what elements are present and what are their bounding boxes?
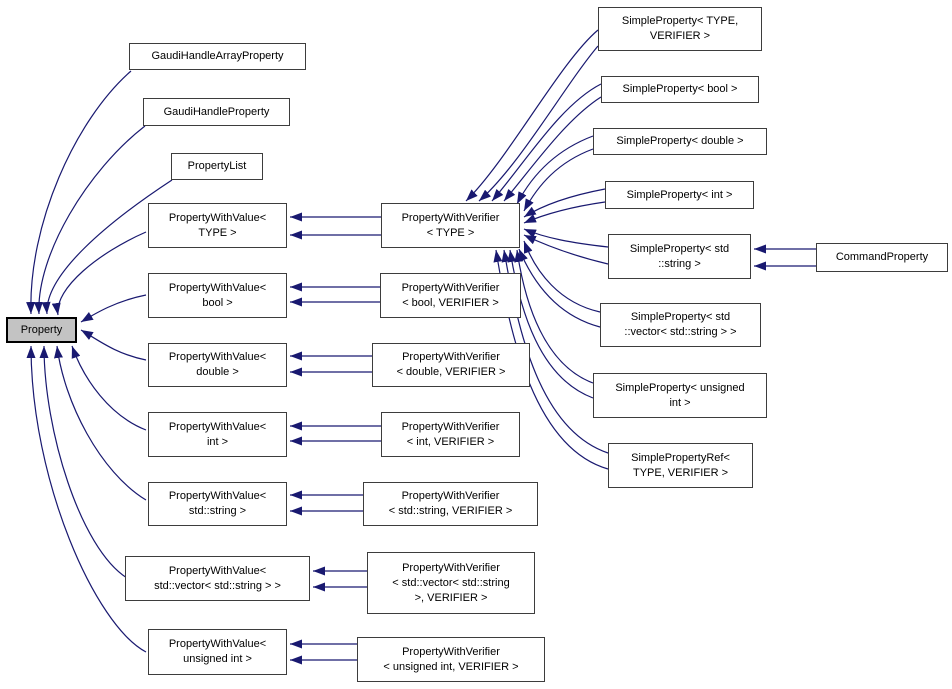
node-label: SimpleProperty< double > <box>616 135 744 147</box>
node-property-with-value-bool[interactable]: PropertyWithValue< bool > <box>148 273 287 318</box>
node-property-label: Property <box>20 323 63 336</box>
node-label: PropertyWithValue< <box>168 211 267 224</box>
node-simple-property-ref[interactable]: SimplePropertyRef< TYPE, VERIFIER > <box>608 443 753 488</box>
node-command-property[interactable]: CommandProperty <box>816 243 948 272</box>
node-label: PropertyWithVerifier <box>401 281 500 294</box>
node-property-with-value-vector-string[interactable]: PropertyWithValue< std::vector< std::str… <box>125 556 310 601</box>
node-label: < TYPE > <box>426 226 475 239</box>
node-label: ::vector< std::string > > <box>624 326 737 338</box>
node-property-list[interactable]: PropertyList <box>171 153 263 180</box>
node-label: < std::string, VERIFIER > <box>388 505 513 517</box>
node-label: PropertyWithVerifier <box>402 645 500 658</box>
node-label: ::string > <box>658 257 701 270</box>
node-property-with-verifier-unsigned-int[interactable]: PropertyWithVerifier < unsigned int, VER… <box>357 637 545 682</box>
node-property-with-verifier-string[interactable]: PropertyWithVerifier < std::string, VERI… <box>363 482 538 526</box>
node-label: GaudiHandleArrayProperty <box>151 50 284 62</box>
node-label: PropertyWithVerifier <box>402 351 500 363</box>
node-simple-property-type-verifier[interactable]: SimpleProperty< TYPE, VERIFIER > <box>598 7 762 51</box>
node-label: PropertyWithValue< <box>168 420 267 433</box>
node-property-with-verifier-vector-string[interactable]: PropertyWithVerifier < std::vector< std:… <box>367 552 535 614</box>
node-label: SimpleProperty< unsigned <box>615 381 745 394</box>
node-label: std::vector< std::string > > <box>154 579 281 592</box>
node-property-with-value-unsigned-int[interactable]: PropertyWithValue< unsigned int > <box>148 629 287 675</box>
node-label: >, VERIFIER > <box>414 591 488 604</box>
node-label: TYPE, VERIFIER > <box>632 466 729 479</box>
node-property-with-value-int[interactable]: PropertyWithValue< int > <box>148 412 287 457</box>
node-label: < double, VERIFIER > <box>396 366 506 378</box>
node-label: PropertyWithValue< <box>168 490 267 502</box>
node-label: PropertyWithVerifier <box>401 211 500 224</box>
node-label: < unsigned int, VERIFIER > <box>383 660 519 673</box>
node-label: < bool, VERIFIER > <box>402 296 499 309</box>
node-gaudi-handle-property[interactable]: GaudiHandleProperty <box>143 98 290 126</box>
node-label: SimpleProperty< std <box>630 311 731 323</box>
node-label: PropertyList <box>187 160 247 172</box>
node-label: SimpleProperty< TYPE, <box>621 15 739 27</box>
node-property-with-value-type[interactable]: PropertyWithValue< TYPE > <box>148 203 287 248</box>
node-property-with-verifier-double[interactable]: PropertyWithVerifier < double, VERIFIER … <box>372 343 530 387</box>
node-label: PropertyWithValue< <box>168 638 267 650</box>
node-label: GaudiHandleProperty <box>163 105 270 118</box>
node-simple-property-int[interactable]: SimpleProperty< int > <box>605 181 754 209</box>
node-label: PropertyWithVerifier <box>401 490 500 502</box>
node-property-with-verifier-int[interactable]: PropertyWithVerifier < int, VERIFIER > <box>381 412 520 457</box>
node-simple-property-vector-string[interactable]: SimpleProperty< std ::vector< std::strin… <box>600 303 761 347</box>
node-label: < int, VERIFIER > <box>406 435 495 448</box>
node-property-with-verifier-bool[interactable]: PropertyWithVerifier < bool, VERIFIER > <box>380 273 521 318</box>
node-simple-property-bool[interactable]: SimpleProperty< bool > <box>601 76 759 103</box>
node-property: Property <box>6 317 77 343</box>
node-label: int > <box>206 435 229 448</box>
node-simple-property-double[interactable]: SimpleProperty< double > <box>593 128 767 155</box>
node-label: PropertyWithValue< <box>168 351 267 363</box>
node-label: TYPE > <box>198 226 237 239</box>
node-label: unsigned int > <box>183 653 252 665</box>
node-label: VERIFIER > <box>649 30 711 42</box>
node-label: std::string > <box>188 505 247 517</box>
node-label: bool > <box>202 296 233 309</box>
node-label: PropertyWithValue< <box>168 564 267 577</box>
node-gaudi-handle-array-property[interactable]: GaudiHandleArrayProperty <box>129 43 306 70</box>
node-label: PropertyWithValue< <box>168 281 267 294</box>
node-simple-property-unsigned-int[interactable]: SimpleProperty< unsigned int > <box>593 373 767 418</box>
node-label: double > <box>196 366 239 378</box>
node-simple-property-string[interactable]: SimpleProperty< std ::string > <box>608 234 751 279</box>
node-property-with-value-string[interactable]: PropertyWithValue< std::string > <box>148 482 287 526</box>
node-label: PropertyWithVerifier <box>401 420 500 433</box>
node-label: SimpleProperty< std <box>629 242 730 255</box>
node-label: CommandProperty <box>835 251 929 263</box>
node-label: < std::vector< std::string <box>392 576 510 589</box>
node-label: SimpleProperty< bool > <box>622 83 738 95</box>
node-property-with-verifier-type[interactable]: PropertyWithVerifier < TYPE > <box>381 203 520 248</box>
node-label: PropertyWithVerifier <box>402 561 500 574</box>
node-label: SimplePropertyRef< <box>631 451 730 464</box>
node-label: SimpleProperty< int > <box>626 188 733 201</box>
node-property-with-value-double[interactable]: PropertyWithValue< double > <box>148 343 287 387</box>
node-label: int > <box>669 396 691 409</box>
